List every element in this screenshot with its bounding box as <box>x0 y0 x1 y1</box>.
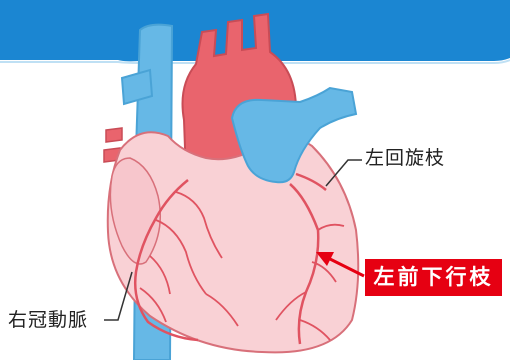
pulmonary-artery <box>232 88 356 182</box>
label-left-anterior-descending: 左前下行枝 <box>365 259 502 296</box>
label-left-circumflex: 左回旋枝 <box>365 147 445 169</box>
label-right-coronary: 右冠動脈 <box>8 309 88 331</box>
